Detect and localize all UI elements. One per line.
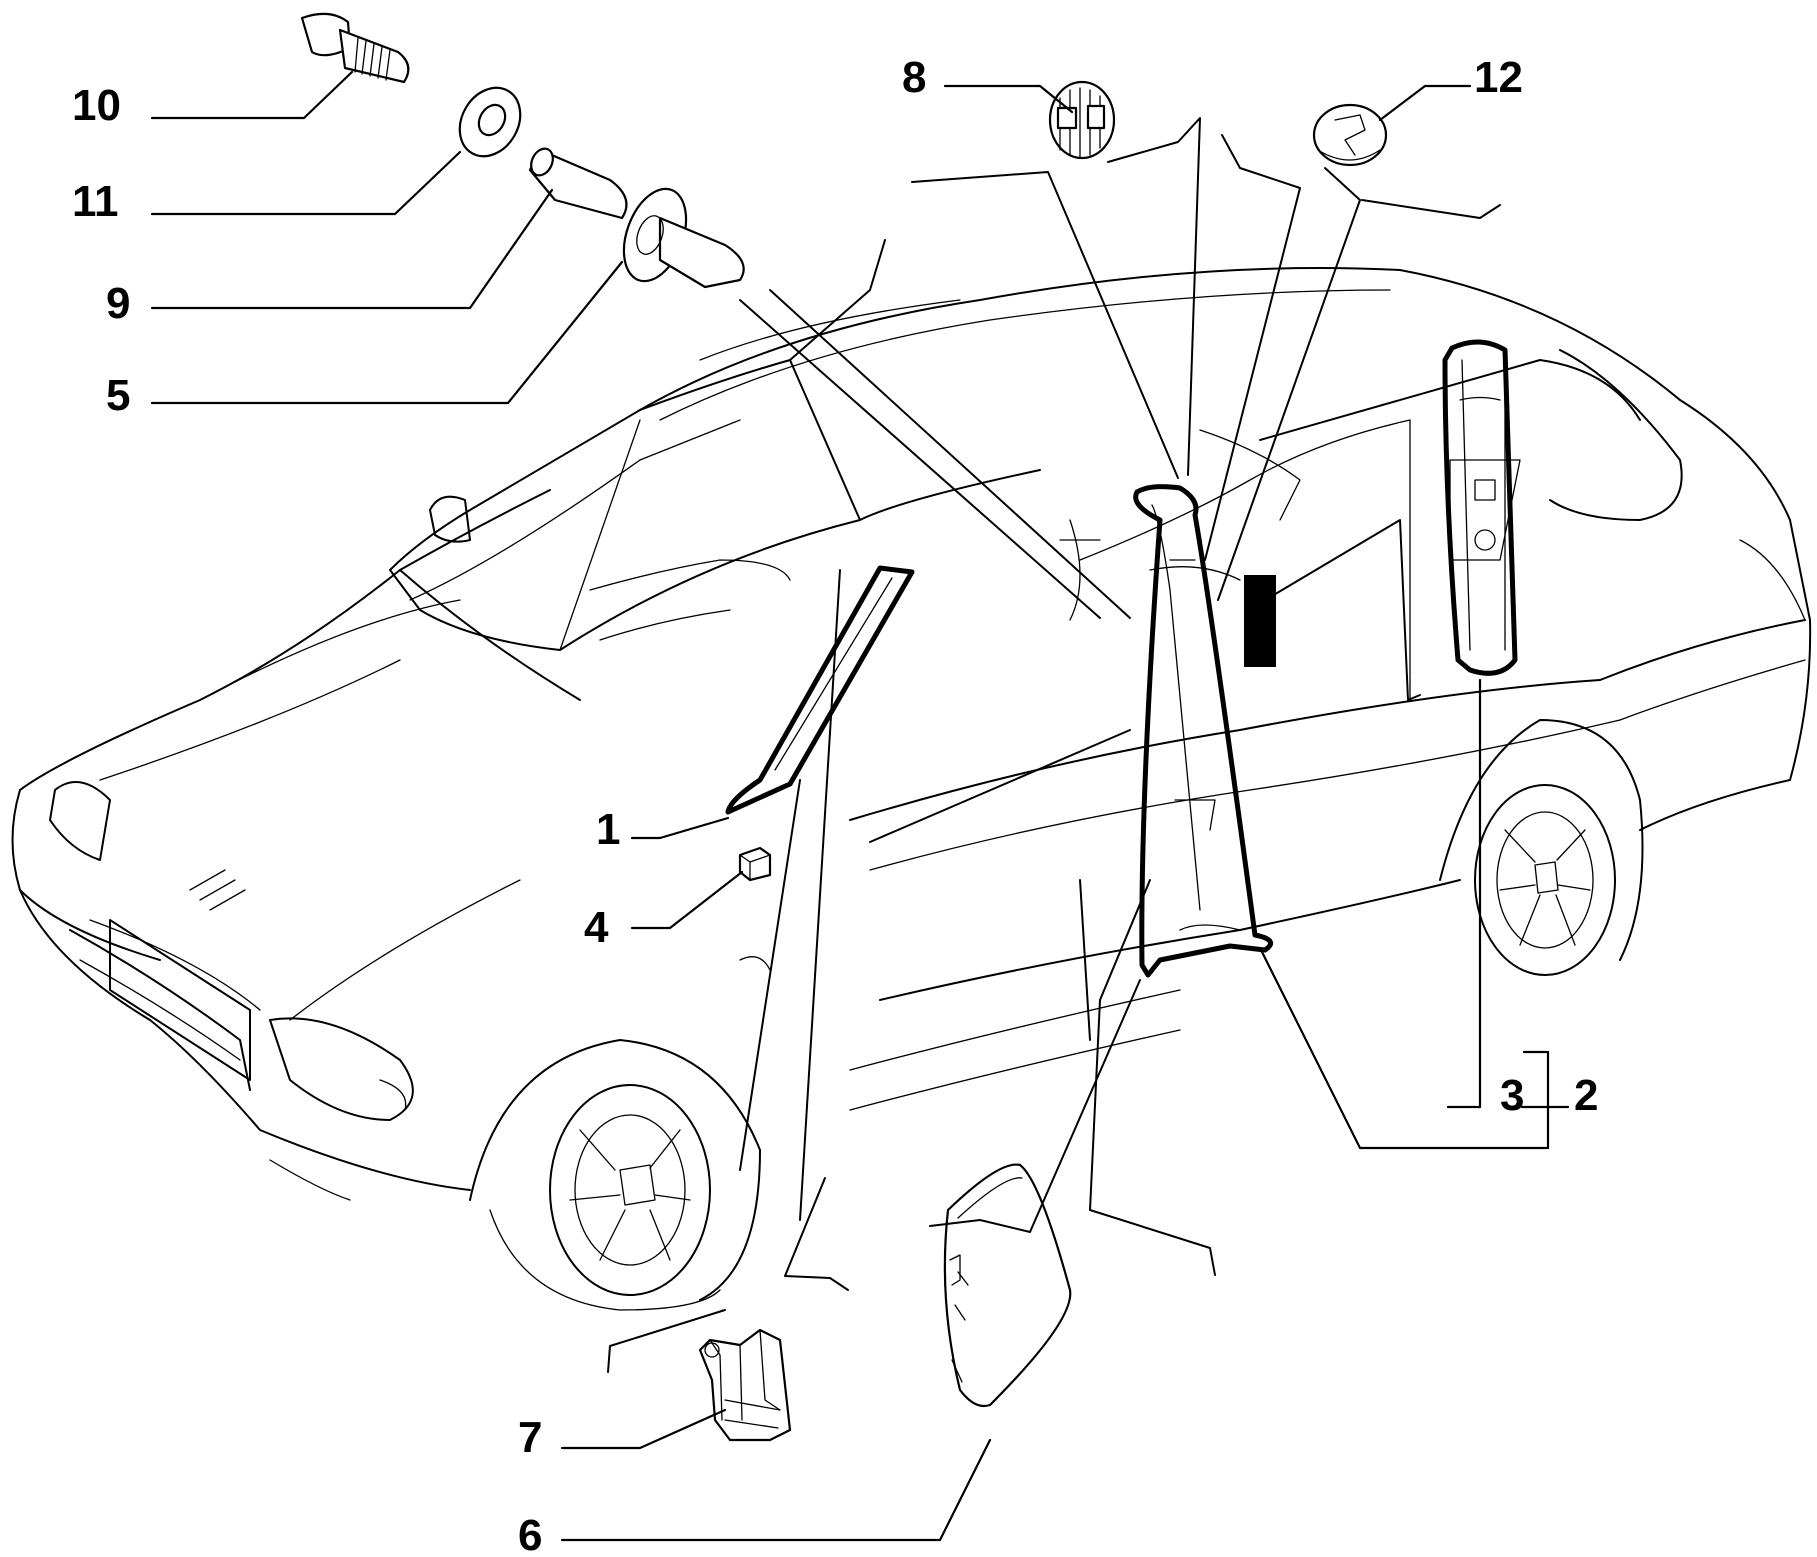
projection-lines	[607, 117, 1501, 1373]
part-8-fastener	[1048, 80, 1116, 160]
callout-12: 12	[1474, 53, 1523, 102]
part-5-push-pin	[622, 187, 745, 289]
rear-wheel	[1439, 719, 1644, 976]
callout-7: 7	[518, 1413, 542, 1462]
callout-5: 5	[106, 371, 130, 420]
callout-9: 9	[106, 279, 130, 328]
callout-labels: 10 11 9 5 1 4 7 6 8 12 3 2	[72, 53, 1598, 1557]
callout-8: 8	[902, 53, 926, 102]
part-2-b-pillar-trim	[1133, 484, 1276, 978]
callout-3: 3	[1500, 1071, 1524, 1120]
part-7-bracket-clip	[698, 1328, 792, 1442]
part-3-rear-pillar-trim	[1442, 339, 1518, 676]
callout-4: 4	[584, 903, 609, 952]
part-10-bolt	[300, 12, 410, 84]
leader-lines	[150, 70, 1570, 1542]
front-wheel	[469, 1039, 761, 1311]
black-strip	[1244, 575, 1276, 667]
part-9-cylinder	[528, 147, 628, 220]
part-11-washer	[458, 86, 522, 158]
car-body-outline	[11, 267, 1812, 1221]
part-6-cover-cap	[943, 1163, 1072, 1408]
callout-2: 2	[1574, 1071, 1598, 1120]
part-1-a-pillar-trim	[725, 565, 915, 1171]
callout-6: 6	[518, 1511, 542, 1557]
callout-1: 1	[596, 805, 620, 854]
callout-11: 11	[72, 177, 119, 226]
part-4-clip	[738, 846, 772, 882]
callout-10: 10	[72, 81, 121, 130]
part-12-round-clip	[1312, 103, 1388, 167]
